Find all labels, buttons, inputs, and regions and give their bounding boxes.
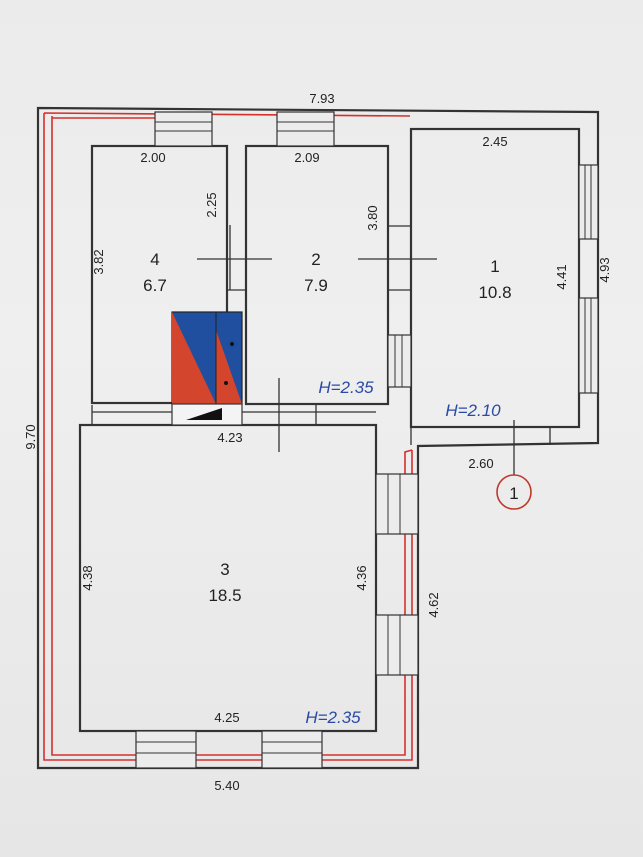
section-marker xyxy=(496,474,532,510)
room-2-number: 2 xyxy=(311,250,320,269)
outer-wall xyxy=(36,106,600,770)
window-room-3-upper xyxy=(375,473,419,535)
room-3-height: H=2.35 xyxy=(305,708,361,727)
dim-room-3-right: 4.36 xyxy=(354,565,369,590)
room-4-area: 6.7 xyxy=(143,276,167,295)
window-bottom-right xyxy=(261,730,323,769)
dim-room-1-width: 2.45 xyxy=(482,134,507,149)
dim-top-overall: 7.93 xyxy=(309,91,334,106)
dim-left-overall: 9.70 xyxy=(23,424,38,449)
dim-step: 2.60 xyxy=(468,456,493,471)
window-room-3-lower xyxy=(375,614,419,676)
dim-room-3-top: 4.23 xyxy=(217,430,242,445)
dim-right-lower: 4.62 xyxy=(426,592,441,617)
dim-room-2-depth: 3.80 xyxy=(365,205,380,230)
dim-room-1-depth: 4.41 xyxy=(554,264,569,289)
window-bottom-left xyxy=(135,730,197,769)
stove-base xyxy=(171,403,243,426)
room-3-area: 18.5 xyxy=(208,586,241,605)
room-3-number: 3 xyxy=(220,560,229,579)
window-room-2 xyxy=(387,334,412,388)
stove xyxy=(171,311,243,405)
outline-red xyxy=(43,112,413,761)
window-top-left xyxy=(154,111,213,147)
room-1-number: 1 xyxy=(490,257,499,276)
room-2-height: H=2.35 xyxy=(318,378,374,397)
room-1-walls xyxy=(409,127,581,429)
dim-room-4-width: 2.00 xyxy=(140,150,165,165)
dim-bottom-overall: 5.40 xyxy=(214,778,239,793)
room-1-height: H=2.10 xyxy=(445,401,501,420)
window-right-upper xyxy=(578,164,599,240)
window-right-lower xyxy=(578,297,599,394)
section-marker-label: 1 xyxy=(509,484,518,503)
dim-right-upper: 4.93 xyxy=(597,257,612,282)
room-4-number: 4 xyxy=(150,250,159,269)
window-top-center xyxy=(276,111,335,147)
dim-room-4-depth: 3.82 xyxy=(91,249,106,274)
dim-room-4-inner: 2.25 xyxy=(204,192,219,217)
room-1-area: 10.8 xyxy=(478,283,511,302)
dim-room-2-width: 2.09 xyxy=(294,150,319,165)
room-2-walls xyxy=(244,144,390,406)
dim-room-3-left: 4.38 xyxy=(80,565,95,590)
room-2-area: 7.9 xyxy=(304,276,328,295)
dim-room-3-bottom: 4.25 xyxy=(214,710,239,725)
